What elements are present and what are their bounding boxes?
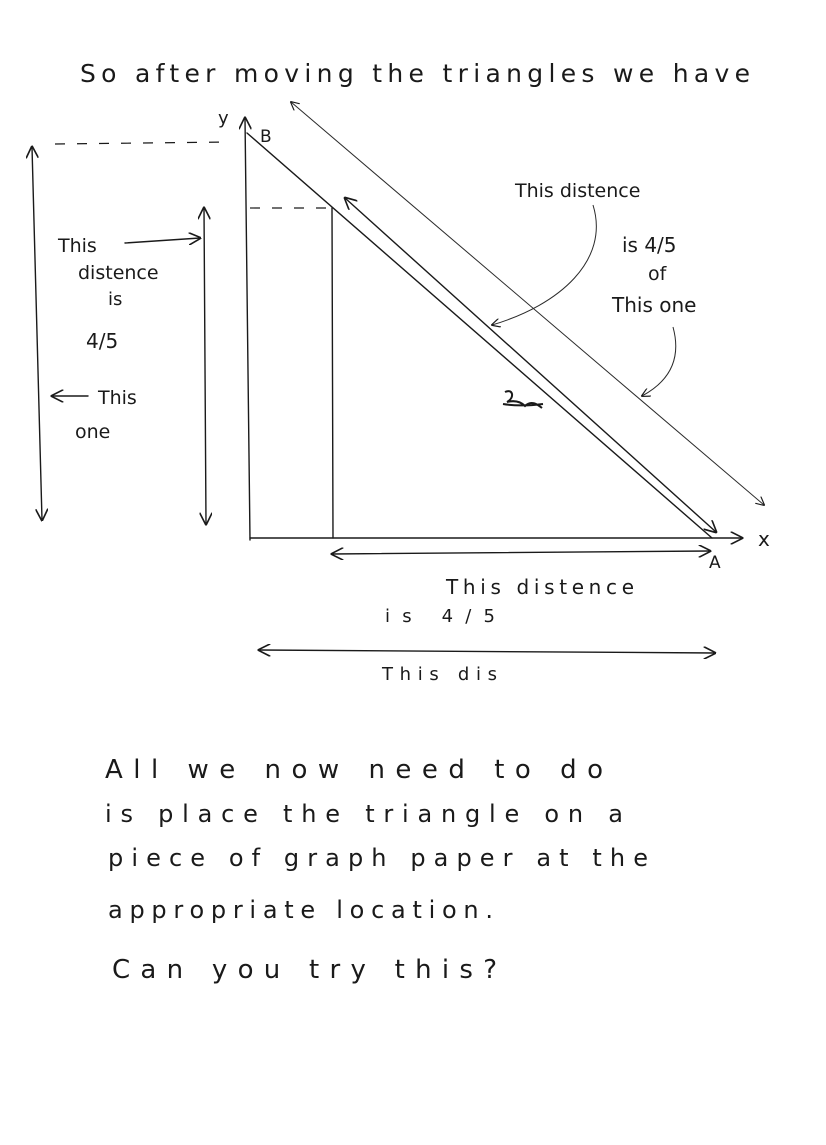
heading: So after moving the triangles we have	[80, 59, 750, 88]
inner-vertical-arrow	[204, 208, 206, 524]
y-axis-label: y	[218, 108, 229, 129]
left-note-distence: distence	[78, 262, 159, 284]
left-note-pointer-arrow	[124, 238, 200, 243]
x-axis-label: x	[758, 527, 770, 551]
y-axis	[245, 118, 250, 541]
top-dashed-line	[54, 141, 231, 145]
left-note-one: one	[75, 421, 110, 443]
left-note-fraction: 4/5	[86, 329, 118, 353]
point-b-label: B	[260, 127, 272, 147]
scribble-mark	[502, 390, 544, 409]
outer-diagonal-arrow	[291, 102, 764, 505]
paragraph-line-2: is place the triangle on a	[105, 800, 623, 828]
paragraph-line-3: piece of graph paper at the	[108, 844, 648, 872]
right-note-is-fraction: is 4/5	[622, 233, 677, 257]
paragraph-line-4: appropriate location.	[108, 896, 493, 924]
inner-horizontal-arrow	[332, 551, 710, 554]
right-note-this-one: This one	[611, 293, 696, 317]
bottom-note-this-dis: This dis	[381, 664, 497, 685]
right-note-of: of	[648, 263, 668, 285]
point-a-label: A	[709, 553, 721, 573]
right-note-curved-arrow	[492, 204, 597, 325]
outer-horizontal-arrow	[259, 650, 715, 653]
hypotenuse	[246, 132, 713, 539]
left-note-is: is	[108, 289, 122, 310]
left-note-this-2: This	[97, 387, 137, 409]
right-note-curved-arrow-2	[642, 326, 677, 396]
paragraph-line-5: Can you try this?	[112, 955, 497, 985]
bottom-note-is-fraction: is 4/5	[385, 606, 495, 627]
bottom-note-this-distence: This distence	[445, 575, 634, 599]
left-note-this: This	[57, 235, 97, 257]
right-note-this-distence: This distence	[514, 180, 640, 202]
inner-vertical-line	[331, 207, 334, 539]
outer-vertical-arrow	[32, 147, 42, 520]
paragraph-line-1: All we now need to do	[105, 755, 603, 785]
